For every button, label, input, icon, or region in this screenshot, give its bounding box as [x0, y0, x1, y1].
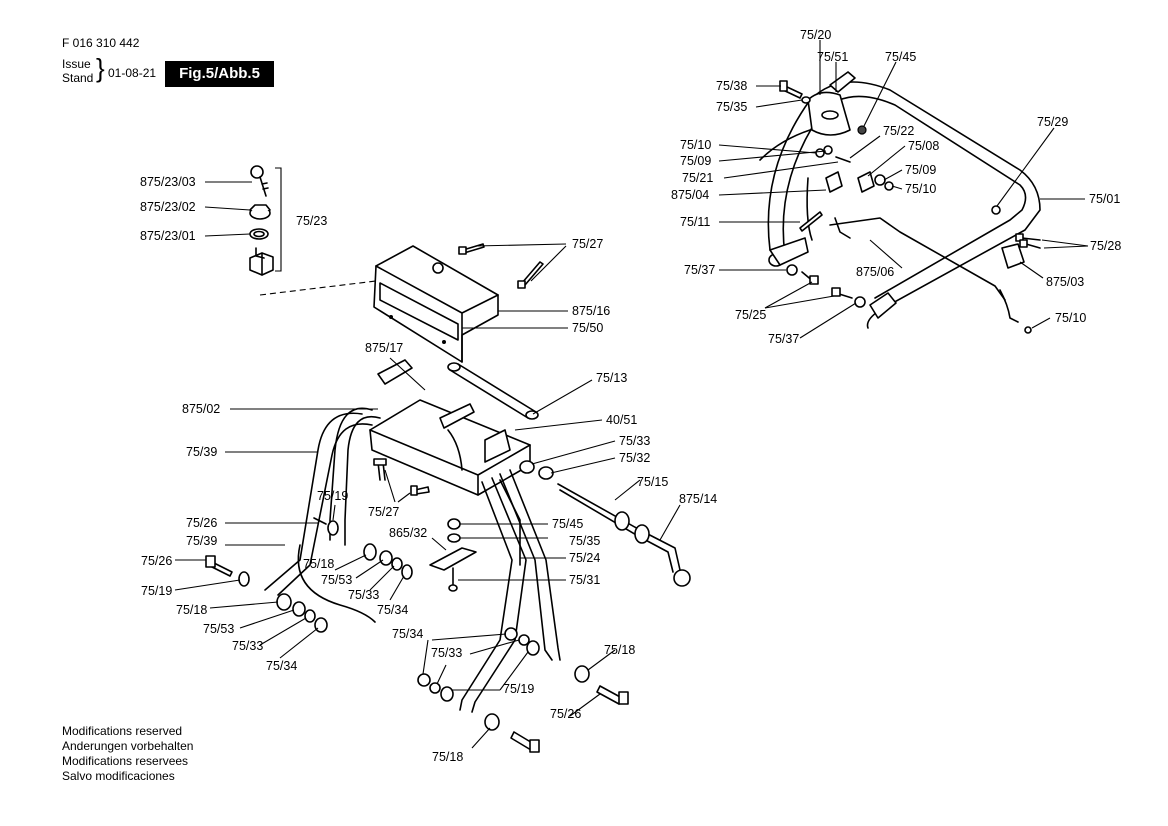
part-label: 75/20: [800, 28, 831, 42]
part-label: 75/29: [1037, 115, 1068, 129]
part-label: 75/21: [682, 171, 713, 185]
part-label: 75/13: [596, 371, 627, 385]
plate-865-32: [429, 518, 477, 592]
part-label: 75/45: [885, 50, 916, 64]
part-label: 875/23/01: [140, 229, 196, 243]
part-label: 75/33: [232, 639, 263, 653]
part-label: 75/18: [432, 750, 463, 764]
upper-handle: [759, 81, 1041, 329]
part-label: 75/19: [141, 584, 172, 598]
part-label: 75/31: [569, 573, 600, 587]
part-label: 875/23/02: [140, 200, 196, 214]
hardware-right: [786, 145, 1041, 334]
part-label: 875/14: [679, 492, 717, 506]
leader-lines: [174, 40, 1089, 749]
throttle-control: [779, 71, 867, 136]
part-label: 75/11: [680, 215, 710, 229]
part-label: 75/22: [883, 124, 914, 138]
part-label: 75/28: [1090, 239, 1121, 253]
part-label: 75/08: [908, 139, 939, 153]
footer-line: Anderungen vorbehalten: [62, 739, 194, 753]
part-label: 75/10: [905, 182, 936, 196]
screws-75-27-top: [458, 243, 544, 289]
part-label: 875/04: [671, 188, 709, 202]
part-label: 875/16: [572, 304, 610, 318]
part-label: 75/39: [186, 534, 217, 548]
part-label: 75/26: [186, 516, 217, 530]
issue-label: Issue: [62, 57, 91, 71]
part-label: 75/09: [680, 154, 711, 168]
figure-badge: Fig.5/Abb.5: [165, 61, 274, 87]
part-label: 75/27: [368, 505, 399, 519]
part-label: 75/50: [572, 321, 603, 335]
part-labels: 875/23/03 875/23/02 875/23/01 75/23 75/2…: [140, 28, 1121, 764]
part-label: 865/32: [389, 526, 427, 540]
footer-line: Salvo modificaciones: [62, 769, 175, 783]
part-label: 75/38: [716, 79, 747, 93]
part-label: 75/45: [552, 517, 583, 531]
key-switch-assembly: [249, 165, 377, 296]
part-label: 75/33: [619, 434, 650, 448]
part-label: 75/27: [572, 237, 603, 251]
part-label: 75/10: [680, 138, 711, 152]
part-label: 75/34: [266, 659, 297, 673]
part-label: 75/35: [716, 100, 747, 114]
screws-75-27-lower: [373, 458, 430, 496]
hardware-lower: [417, 627, 629, 753]
part-label: 75/01: [1089, 192, 1120, 206]
part-label: 75/18: [604, 643, 635, 657]
part-label: 75/26: [550, 707, 581, 721]
part-label: 75/15: [637, 475, 668, 489]
handle-bracket: [369, 359, 539, 496]
lower-handle-bars: [264, 407, 561, 713]
parts-drawing: [205, 71, 1041, 753]
shift-lever: [557, 483, 691, 587]
part-label: 75/37: [684, 263, 715, 277]
washer-75-32: [538, 466, 554, 480]
part-label: 875/06: [856, 265, 894, 279]
part-label: 875/02: [182, 402, 220, 416]
part-label: 75/32: [619, 451, 650, 465]
part-label: 875/17: [365, 341, 403, 355]
part-label: 75/34: [377, 603, 408, 617]
part-label: 75/34: [392, 627, 423, 641]
part-label: 75/10: [1055, 311, 1086, 325]
cover-plate: [373, 245, 499, 363]
part-label: 75/33: [431, 646, 462, 660]
part-label: 75/18: [303, 557, 334, 571]
doc-number: F 016 310 442: [62, 36, 140, 50]
stand-label: Stand: [62, 71, 94, 85]
part-label: 75/24: [569, 551, 600, 565]
part-label: 75/26: [141, 554, 172, 568]
part-label: 75/19: [503, 682, 534, 696]
part-label: 75/33: [348, 588, 379, 602]
part-label: 75/51: [817, 50, 848, 64]
part-label: 875/23/03: [140, 175, 196, 189]
footer-line: Modifications reservees: [62, 754, 189, 768]
footer-notes: Modifications reserved Anderungen vorbeh…: [62, 724, 193, 784]
hardware-left: [205, 517, 413, 633]
part-label: 75/39: [186, 445, 217, 459]
issue-date: 01-08-21: [108, 66, 157, 80]
part-label: 75/37: [768, 332, 799, 346]
part-label: 75/23: [296, 214, 327, 228]
footer-line: Modifications reserved: [62, 724, 183, 738]
brace-symbol: }: [96, 53, 105, 83]
part-label: 75/53: [321, 573, 352, 587]
part-label: 875/03: [1046, 275, 1084, 289]
part-label: 75/53: [203, 622, 234, 636]
part-label: 75/18: [176, 603, 207, 617]
part-label: 75/25: [735, 308, 766, 322]
part-label: 75/35: [569, 534, 600, 548]
part-label: 40/51: [606, 413, 637, 427]
part-label: 75/19: [317, 489, 348, 503]
part-label: 75/09: [905, 163, 936, 177]
washer-75-33: [519, 460, 535, 474]
